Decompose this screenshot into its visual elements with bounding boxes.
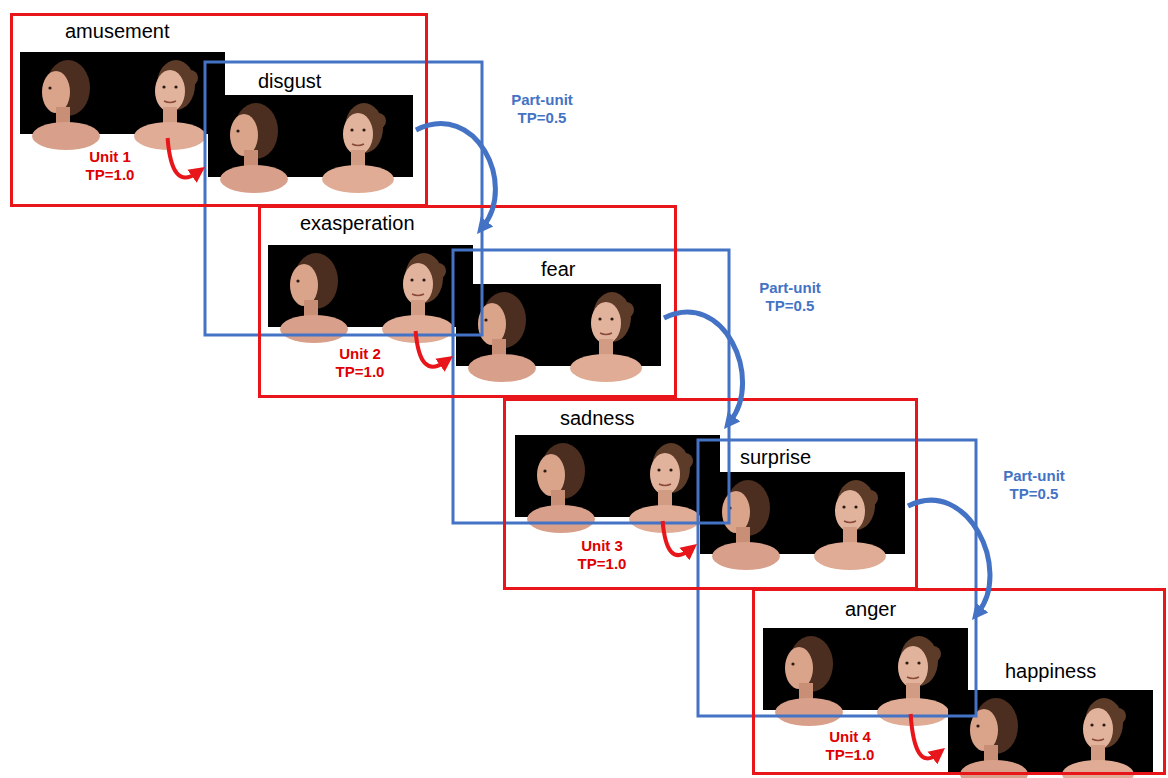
unit-transition-arrow bbox=[663, 521, 690, 555]
part-unit-frame bbox=[205, 62, 482, 335]
face-photo bbox=[700, 472, 905, 570]
unit-label: Unit 3 TP=1.0 bbox=[572, 537, 632, 573]
emotion-panel: anger bbox=[763, 598, 968, 710]
face-photo bbox=[208, 95, 413, 193]
part-unit-arrow bbox=[416, 124, 495, 227]
emotion-panel: surprise bbox=[700, 446, 905, 554]
emotion-panel: fear bbox=[456, 258, 661, 366]
part-unit-arrow bbox=[908, 500, 990, 612]
emotion-label: sadness bbox=[560, 407, 635, 430]
unit-transition-arrow bbox=[416, 331, 445, 367]
part-unit-frame bbox=[453, 250, 729, 523]
unit-label: Unit 1 TP=1.0 bbox=[80, 148, 140, 184]
transition-label: Part-unit TP=0.5 bbox=[748, 278, 832, 316]
unit-transition-arrow bbox=[168, 138, 197, 177]
face-photo bbox=[456, 284, 661, 382]
emotion-panel: happiness bbox=[948, 660, 1153, 774]
transition-label: Part-unit TP=0.5 bbox=[992, 466, 1076, 504]
face-photo bbox=[948, 690, 1153, 778]
emotion-panel: sadness bbox=[515, 407, 720, 517]
face-photo bbox=[20, 52, 225, 150]
emotion-label: anger bbox=[845, 598, 896, 621]
unit-label: Unit 4 TP=1.0 bbox=[820, 728, 880, 764]
face-photo bbox=[763, 628, 968, 726]
emotion-panel: amusement bbox=[20, 20, 225, 134]
emotion-panel: exasperation bbox=[268, 212, 473, 327]
unit-label: Unit 2 TP=1.0 bbox=[330, 345, 390, 381]
part-unit-arrow bbox=[664, 312, 743, 421]
emotion-label: amusement bbox=[65, 20, 170, 43]
face-photo bbox=[515, 435, 720, 533]
emotion-label: disgust bbox=[258, 70, 321, 93]
transition-label: Part-unit TP=0.5 bbox=[500, 90, 584, 128]
emotion-label: happiness bbox=[1005, 660, 1096, 683]
face-photo bbox=[268, 245, 473, 343]
unit-box: Unit 4 TP=1.0 anger happiness bbox=[752, 588, 1166, 775]
part-unit-frame bbox=[698, 440, 976, 716]
emotion-panel: disgust bbox=[208, 70, 413, 177]
emotion-label: exasperation bbox=[300, 212, 415, 235]
emotion-label: fear bbox=[541, 258, 575, 281]
unit-box: Unit 1 TP=1.0 amusement disgust bbox=[10, 13, 428, 207]
unit-box: Unit 3 TP=1.0 sadness surprise bbox=[503, 398, 918, 590]
unit-box: Unit 2 TP=1.0 exasperation fear bbox=[258, 205, 677, 398]
unit-transition-arrow bbox=[911, 714, 938, 758]
emotion-label: surprise bbox=[740, 446, 811, 469]
